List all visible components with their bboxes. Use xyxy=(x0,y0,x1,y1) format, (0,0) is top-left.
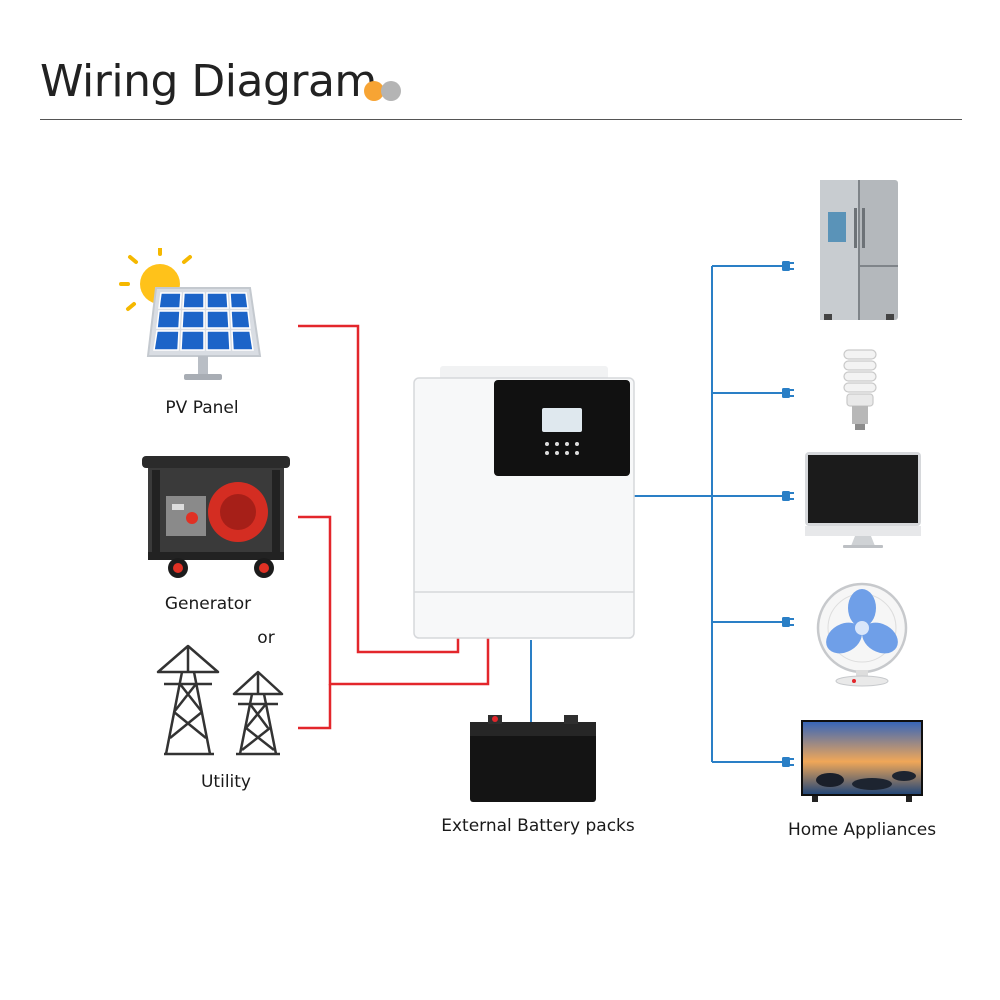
plug-icon xyxy=(782,388,794,398)
fan-icon xyxy=(816,582,908,687)
plug-icon xyxy=(782,617,794,627)
page-title: Wiring Diagram xyxy=(40,56,377,107)
output-wires xyxy=(530,265,782,763)
battery-icon xyxy=(470,715,596,802)
computer-monitor-icon xyxy=(805,452,921,548)
plug-icon xyxy=(782,757,794,767)
utility-wire xyxy=(298,684,332,730)
inverter-icon xyxy=(413,366,635,639)
pv-panel-icon xyxy=(119,248,262,380)
home-appliances-label: Home Appliances xyxy=(787,820,937,840)
refrigerator-icon xyxy=(820,180,898,320)
pv-wire xyxy=(298,324,460,654)
plug-icon xyxy=(782,491,794,501)
television-icon xyxy=(801,720,923,802)
lcd-screen xyxy=(542,408,582,432)
utility-label: Utility xyxy=(200,772,252,792)
plug-icons xyxy=(782,261,794,767)
ac-input-wires xyxy=(298,324,490,730)
battery-label: External Battery packs xyxy=(441,816,635,836)
grey-dot-icon xyxy=(381,81,401,101)
indicator-lights xyxy=(545,442,579,455)
plug-icon xyxy=(782,261,794,271)
generator-label: Generator xyxy=(164,594,252,614)
pv-panel-label: PV Panel xyxy=(165,398,239,418)
light-bulb-icon xyxy=(843,349,877,430)
orange-dot-icon xyxy=(364,81,384,101)
utility-tower-icon xyxy=(156,644,284,756)
title-divider xyxy=(40,119,962,120)
dispenser-panel xyxy=(828,212,846,242)
or-label: or xyxy=(257,628,275,648)
generator-icon xyxy=(142,456,290,578)
